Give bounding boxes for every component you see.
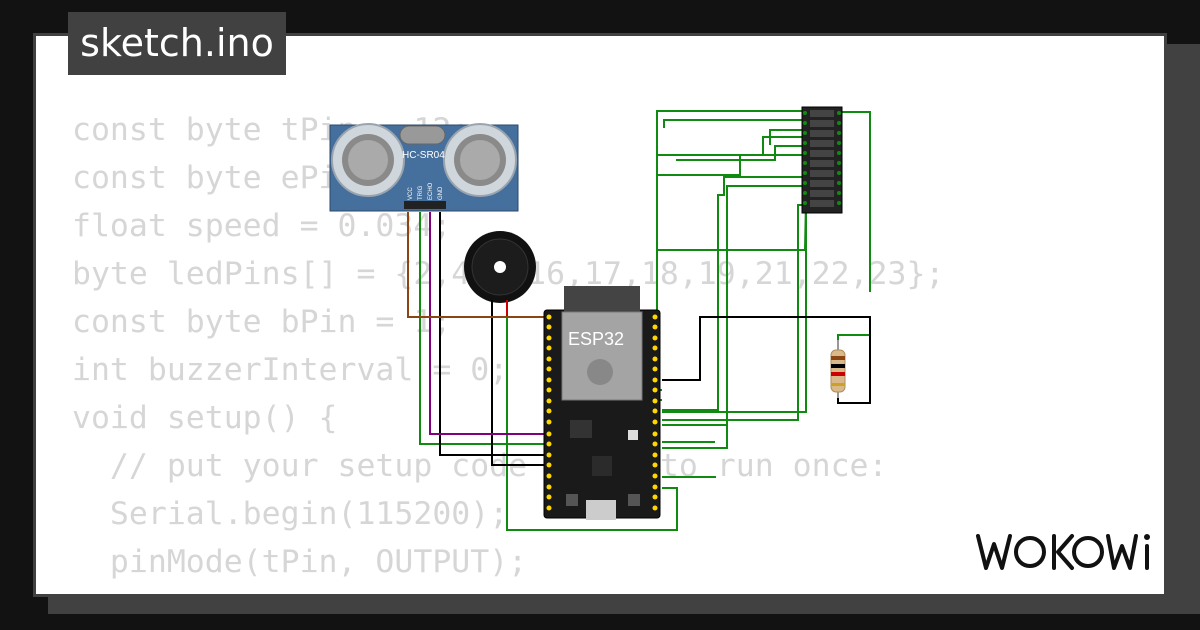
wire-green xyxy=(842,111,871,292)
wire-green xyxy=(656,154,806,401)
esp32-left-pins xyxy=(546,314,552,511)
wire-green xyxy=(506,318,678,531)
wire-green xyxy=(662,425,728,449)
sensor-pin-vcc: VCC xyxy=(408,187,414,200)
code-line-10: pinMode(tPin, OUTPUT); xyxy=(72,544,528,580)
wire-green xyxy=(662,185,806,426)
wire-green xyxy=(656,199,807,380)
wire-green xyxy=(837,320,871,345)
file-tab[interactable]: sketch.ino xyxy=(68,12,286,75)
wire-green xyxy=(662,195,807,413)
wire-purple xyxy=(429,212,548,435)
code-line-11: pinMode(ePin, INPUT); xyxy=(72,586,944,594)
resistor[interactable] xyxy=(830,340,846,398)
wire-brown xyxy=(407,212,548,318)
code-line-6: int buzzerInterval = 0; xyxy=(72,352,509,388)
wire-green xyxy=(662,204,806,421)
wire-green xyxy=(662,176,806,411)
wokwi-logo xyxy=(976,534,1150,570)
code-line-5: const byte bPin = 1; xyxy=(72,304,452,340)
board-label: ESP32 xyxy=(568,329,624,349)
sensor-pin-trig: TRIG xyxy=(418,185,424,200)
ultrasonic-sensor[interactable]: HC-SR04 VCC TRIG ECHO GND xyxy=(329,123,519,212)
code-line-9: Serial.begin(115200); xyxy=(72,496,509,532)
esp32-board[interactable]: ESP32 xyxy=(543,286,661,520)
wire-green xyxy=(663,119,806,128)
buzzer[interactable] xyxy=(464,231,536,316)
wire-green xyxy=(676,145,806,161)
led-bar-graph[interactable] xyxy=(801,106,843,214)
wire-black xyxy=(662,316,871,381)
wire-black xyxy=(837,335,871,404)
sensor-pin-echo: ECHO xyxy=(428,182,434,200)
code-line-3: float speed = 0.034; xyxy=(72,208,452,244)
esp32-right-pins xyxy=(652,314,658,511)
wire-black xyxy=(439,212,548,456)
wire-green xyxy=(657,136,806,156)
sensor-label: HC-SR04 xyxy=(402,150,445,161)
wire-green xyxy=(769,129,806,145)
code-line-7: void setup() { xyxy=(72,400,338,436)
sensor-pin-gnd: GND xyxy=(438,186,444,200)
wire-black xyxy=(491,300,548,466)
wire-green xyxy=(419,212,548,445)
